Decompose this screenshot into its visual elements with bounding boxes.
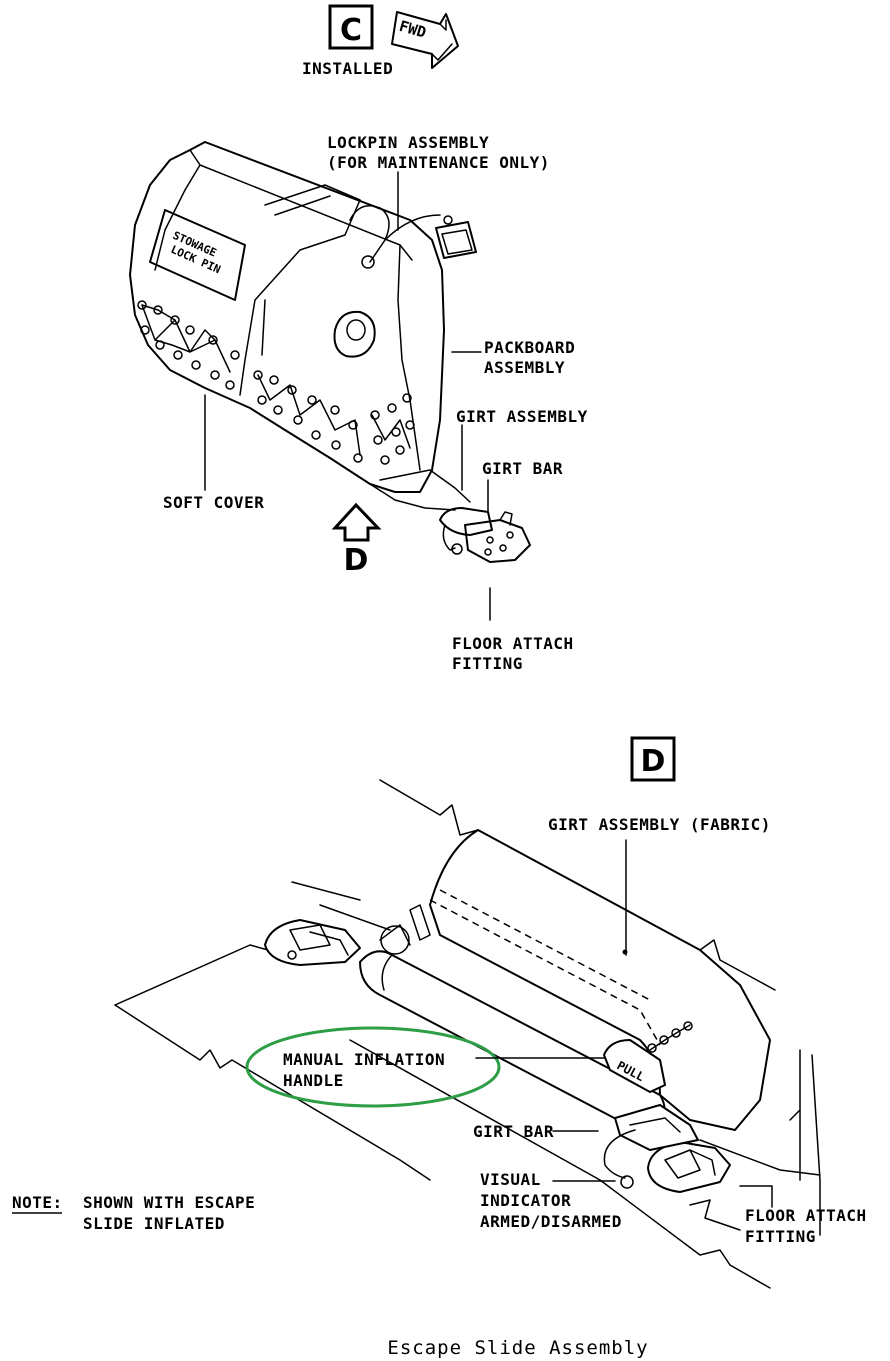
note-line1: SHOWN WITH ESCAPE [83,1193,255,1212]
slide-installed-drawing: PULL [114,779,821,1289]
view-d-letter: D [641,744,666,779]
floor-fitting-c [464,519,531,563]
lockpin-label-line2: (FOR MAINTENANCE ONLY) [327,153,550,172]
view-d-box [630,736,676,782]
inflation-port [333,310,376,358]
floor-fitting-right [647,1141,731,1193]
girt-fabric-label: GIRT ASSEMBLY (FABRIC) [548,815,771,834]
fwd-label: FWD [397,17,428,42]
floor-fitting-label-c-line2: FITTING [452,654,523,673]
manual-inflation-handle [603,1039,666,1093]
girt-assembly-label: GIRT ASSEMBLY [456,407,588,426]
girt-bar-label-c: GIRT BAR [482,459,563,478]
view-c-letter: C [340,13,362,48]
view-d-header: D [630,736,676,782]
lockpin-pin [349,205,390,263]
fwd-arrow-icon: FWD [391,11,459,69]
manual-inflation-label-line2: HANDLE [283,1071,344,1090]
lacing-left [137,300,240,390]
installed-label: INSTALLED [302,59,393,78]
floor-fitting-label-d-line1: FLOOR ATTACH [745,1206,867,1225]
packboard-label-line2: ASSEMBLY [484,358,565,377]
manual-inflation-label-line1: MANUAL INFLATION [283,1050,445,1069]
note-prefix: NOTE: [12,1193,63,1212]
floor-fitting-label-d-line2: FITTING [745,1227,816,1246]
view-d-arrow-icon: D [331,502,382,578]
visual-indicator-label-line1: VISUAL [480,1170,541,1189]
slide-pack-drawing: STOWAGE LOCK PIN [129,141,531,563]
visual-indicator-label-line2: INDICATOR [480,1191,571,1210]
girt-bar-bracket [614,1104,699,1151]
view-c-header: C FWD INSTALLED [302,4,459,78]
note-block: NOTE: SHOWN WITH ESCAPE SLIDE INFLATED [12,1193,255,1233]
highlight-ellipse [245,1026,501,1108]
soft-cover-label: SOFT COVER [163,493,264,512]
note-line2: SLIDE INFLATED [83,1214,225,1233]
stowage-placard [149,209,246,301]
lockpin-lanyard [384,214,441,241]
floor-fitting-label-c-line1: FLOOR ATTACH [452,634,574,653]
view-d-leaders [475,839,773,1208]
view-c-box [328,4,374,50]
visual-indicator-label-line3: ARMED/DISARMED [480,1212,622,1231]
girt-bar-label-d: GIRT BAR [473,1122,554,1141]
figure-caption: Escape Slide Assembly [387,1337,648,1359]
view-c-leaders [204,171,491,621]
lacing-middle [253,370,363,463]
lockpin-label-line1: LOCKPIN ASSEMBLY [327,133,489,152]
lockpin-flag [435,221,477,259]
lacing-right [370,393,415,465]
view-d-arrow-label: D [344,543,369,578]
packboard-label-line1: PACKBOARD [484,338,575,357]
visual-indicator-icon [620,1175,634,1189]
